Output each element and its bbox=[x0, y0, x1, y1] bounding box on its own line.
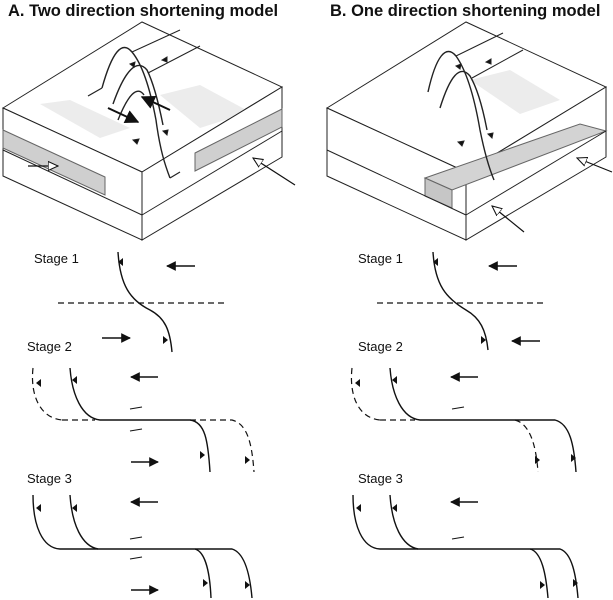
panel-a-stage-1 bbox=[58, 251, 225, 353]
panel-b-stage-1-label: Stage 1 bbox=[358, 251, 403, 266]
panel-a-title: A. Two direction shortening model bbox=[8, 2, 279, 20]
panel-a-slip-arrow-2 bbox=[140, 95, 171, 111]
panel-b-title: B. One direction shortening model bbox=[330, 2, 601, 20]
panel-a-stage-3-label: Stage 3 bbox=[27, 471, 72, 486]
panel-b-stage-3-fault-2 bbox=[389, 494, 419, 550]
panel-b-stage-2-fault bbox=[389, 367, 577, 473]
panel-b-fault-trace-2 bbox=[439, 70, 488, 131]
panel-b-stage-3-fault-1 bbox=[352, 494, 549, 599]
panel-b-stage-1-fault bbox=[432, 251, 489, 351]
panel-a-layer-right bbox=[194, 108, 283, 172]
panel-a-stage-2-fault bbox=[69, 367, 211, 473]
panel-a-stage-3-fault-1 bbox=[32, 494, 212, 599]
panel-a-stage-3-fault-2 bbox=[69, 494, 99, 550]
panel-a-stage-2 bbox=[31, 333, 255, 473]
panel-a-layer-top-left bbox=[40, 100, 130, 138]
panel-b-stage-3-fault-3 bbox=[530, 548, 579, 599]
panel-a-stage-3-fault-3 bbox=[195, 548, 253, 599]
panel-a-layer-top-right bbox=[160, 85, 250, 128]
panel-a-shortening-arrow-right bbox=[253, 158, 296, 186]
panel-b-shortening-arrow-right bbox=[577, 158, 613, 173]
panel-a-fault-trace-2 bbox=[112, 64, 164, 126]
panel-a-stage-1-fault bbox=[117, 251, 173, 353]
panel-b-stage-2 bbox=[350, 367, 577, 473]
panel-b-stage-2-label: Stage 2 bbox=[358, 339, 403, 354]
panel-b-shortening-arrow-front bbox=[492, 206, 525, 233]
panel-a-stage-2-label: Stage 2 bbox=[27, 339, 72, 354]
panel-b-block-diagram bbox=[325, 21, 613, 241]
panel-b-layer-top bbox=[470, 70, 560, 114]
panel-b-stage-3 bbox=[352, 494, 579, 599]
panel-a-block-diagram bbox=[1, 21, 296, 241]
panel-a-stage-3 bbox=[32, 494, 253, 599]
panel-b-fault-trace-1 bbox=[427, 50, 495, 181]
panel-b-stage-3-label: Stage 3 bbox=[358, 471, 403, 486]
panel-a-fault-trace-1 bbox=[101, 46, 171, 179]
panel-b-stage-1 bbox=[377, 251, 545, 351]
panel-a-stage-1-label: Stage 1 bbox=[34, 251, 79, 266]
panel-a-slip-arrow-1 bbox=[107, 107, 140, 124]
